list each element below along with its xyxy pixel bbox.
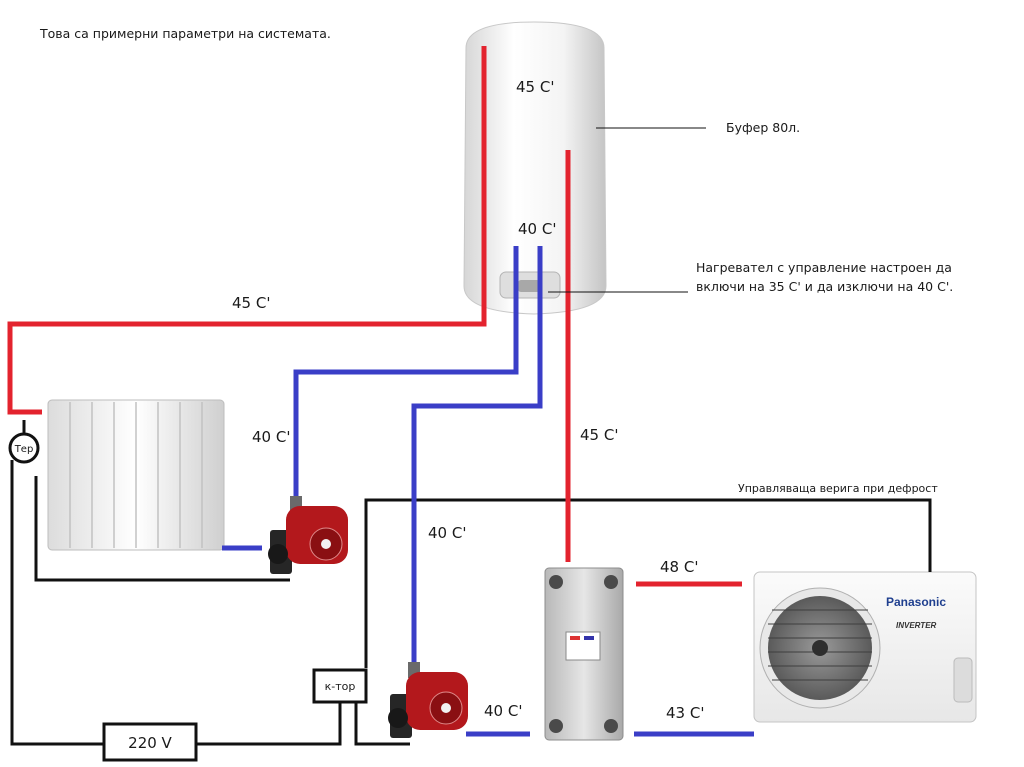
- defrost-circuit-label: Управляваща верига при дефрост: [738, 482, 938, 495]
- inverter-logo: INVERTER: [896, 621, 937, 630]
- radiator-circulation-pump: [268, 496, 348, 574]
- pump2-power-wire: [354, 700, 410, 746]
- cold-lines: [222, 246, 754, 737]
- intro-text: Това са примерни параметри на системата.: [39, 26, 331, 41]
- power-supply: 220 V: [102, 722, 198, 762]
- thermostat: Тер: [8, 432, 40, 464]
- plate-heat-exchanger: [544, 567, 624, 741]
- heat-pump-circulation-pump: [388, 662, 468, 738]
- pump1-power-wire: [34, 476, 290, 582]
- temp-radiator-supply: 45 С': [232, 294, 270, 312]
- contactor: к-тор: [312, 668, 368, 704]
- defrost-control-wire: [364, 498, 932, 668]
- power-wire-right: [196, 700, 342, 746]
- heater-label-line1: Нагревател с управление настроен да: [696, 260, 952, 275]
- brand-logo: Panasonic: [886, 595, 946, 609]
- heat-pump-outdoor-unit: Panasonic INVERTER: [753, 571, 977, 723]
- hot-lines: [7, 46, 742, 587]
- power-supply-label: 220 V: [128, 734, 172, 752]
- temp-hx-return: 40 С': [428, 524, 466, 542]
- radiator: [47, 399, 225, 551]
- buffer-label: Буфер 80л.: [726, 120, 800, 135]
- temp-hx-supply: 45 С': [580, 426, 618, 444]
- temp-radiator-return: 40 С': [252, 428, 290, 446]
- temp-hx-inlet: 40 С': [484, 702, 522, 720]
- heater-label-line2: включи на 35 С' и да изключи на 40 С'.: [696, 279, 953, 294]
- hx-return-line: [411, 246, 543, 664]
- radiator-return-line: [293, 246, 519, 498]
- radiator-supply-line: [7, 46, 487, 415]
- contactor-label: к-тор: [325, 680, 356, 693]
- power-wire-left: [10, 460, 106, 746]
- temp-tank-top: 45 С': [516, 78, 554, 96]
- temp-heat-pump-return: 43 С': [666, 704, 704, 722]
- control-wiring: [10, 420, 932, 746]
- thermostat-label: Тер: [14, 444, 34, 455]
- temp-tank-mid: 40 С': [518, 220, 556, 238]
- temp-heat-pump-supply: 48 С': [660, 558, 698, 576]
